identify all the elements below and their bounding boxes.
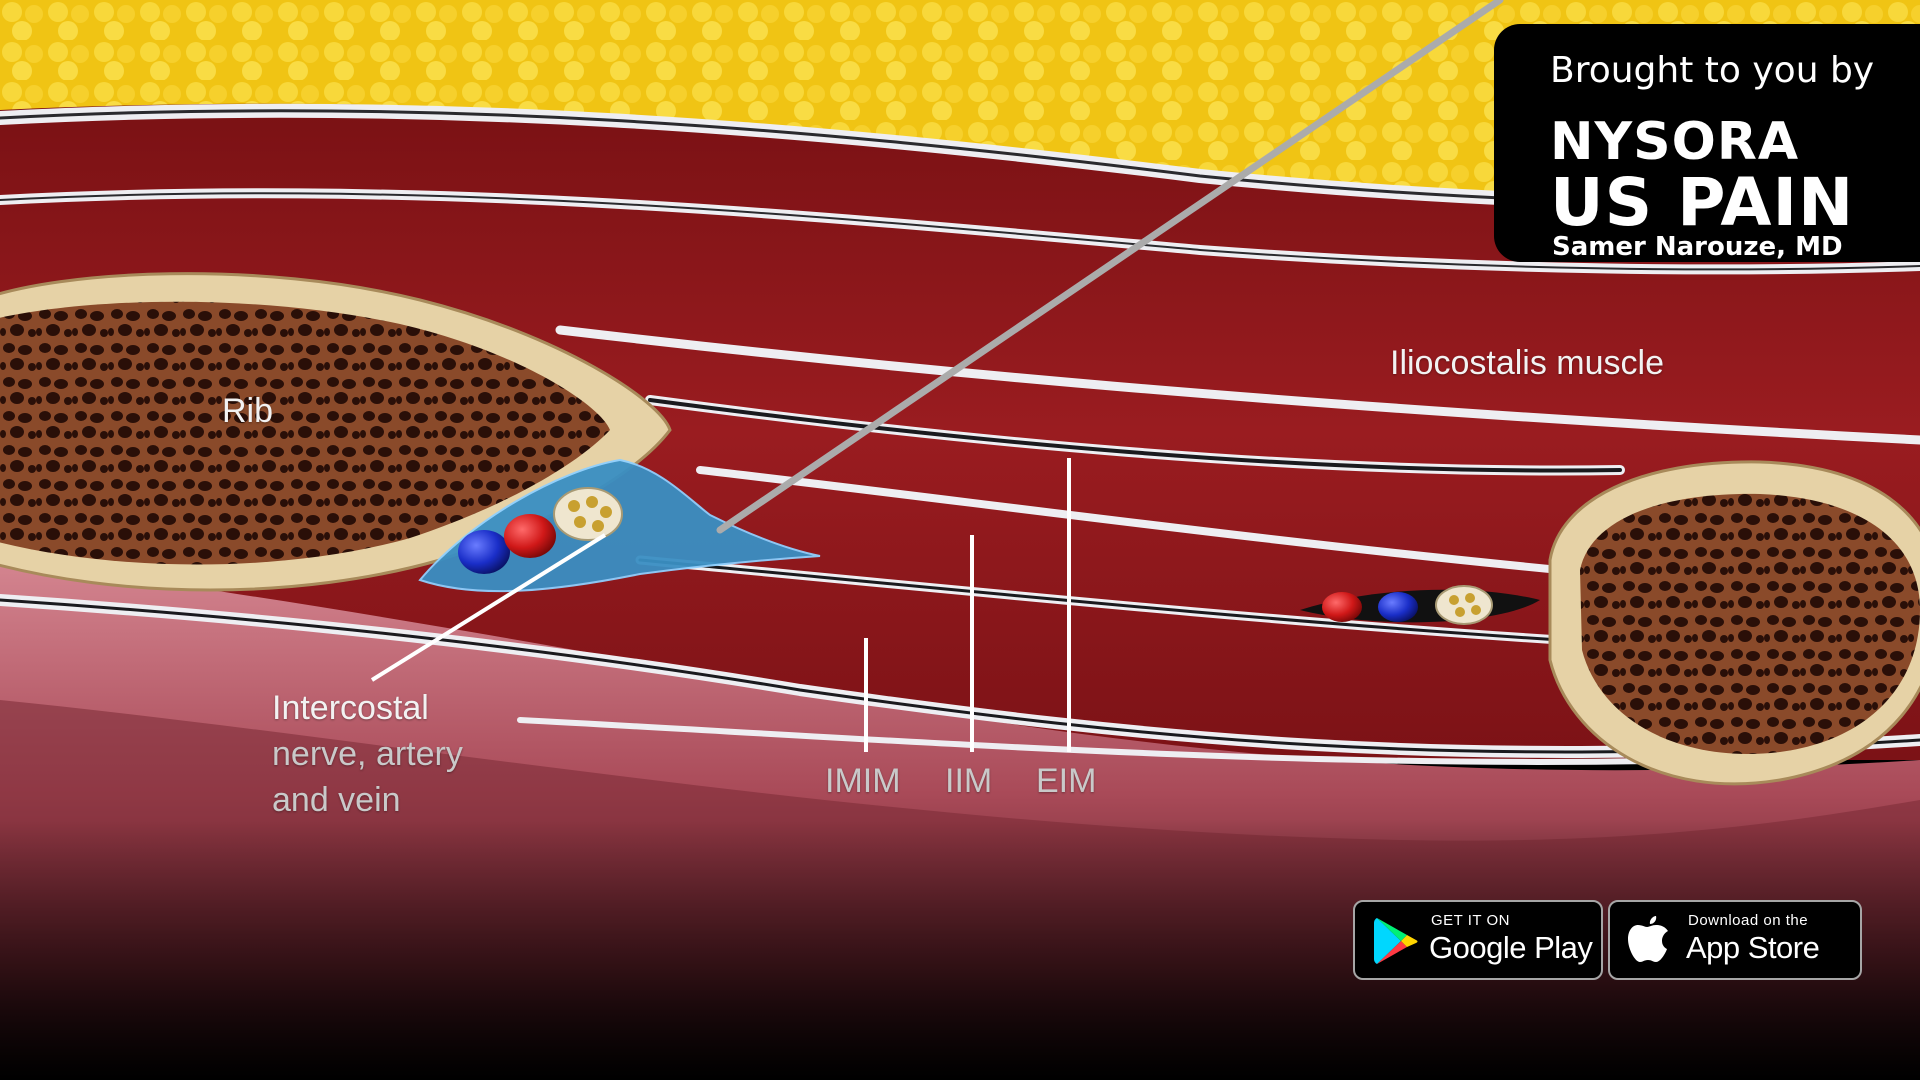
app-store-badge[interactable]: Download on the App Store (1608, 900, 1862, 980)
intercostal-bundle-label-line-1: Intercostal (272, 689, 429, 727)
apple-icon (1628, 916, 1668, 962)
pointer-lines (370, 458, 1071, 752)
needle (716, 0, 1504, 534)
apple-badge-big-text: App Store (1686, 930, 1820, 965)
eim-label: EIM (1036, 762, 1097, 800)
iliocostalis-label: Iliocostalis muscle (1390, 344, 1664, 382)
fascial-planes (0, 103, 1920, 765)
brand-author: Samer Narouze, MD (1552, 232, 1843, 262)
iim-label: IIM (945, 762, 993, 800)
brand-product: US PAIN (1550, 164, 1855, 241)
intercostal-bundle-label-line-3: and vein (272, 781, 401, 819)
intercostal-bundle-label-line-2: nerve, artery (272, 735, 463, 773)
neurovascular-bundle-right (1300, 585, 1540, 625)
google-badge-big-text: Google Play (1429, 930, 1593, 965)
google-badge-small-text: GET IT ON (1431, 912, 1510, 929)
google-play-badge[interactable]: GET IT ON Google Play (1353, 900, 1603, 980)
brand-organization: NYSORA (1550, 112, 1800, 172)
imim-label: IMIM (825, 762, 901, 800)
rib-label: Rib (222, 392, 274, 430)
rib-right (1548, 460, 1920, 786)
neurovascular-bundle-left (458, 487, 623, 574)
injectate-spread (418, 458, 821, 593)
google-play-icon (1374, 918, 1418, 964)
brand-tagline: Brought to you by (1550, 50, 1875, 91)
brand-panel: Brought to you by NYSORA US PAIN Samer N… (1494, 24, 1920, 262)
apple-badge-small-text: Download on the (1688, 912, 1809, 929)
